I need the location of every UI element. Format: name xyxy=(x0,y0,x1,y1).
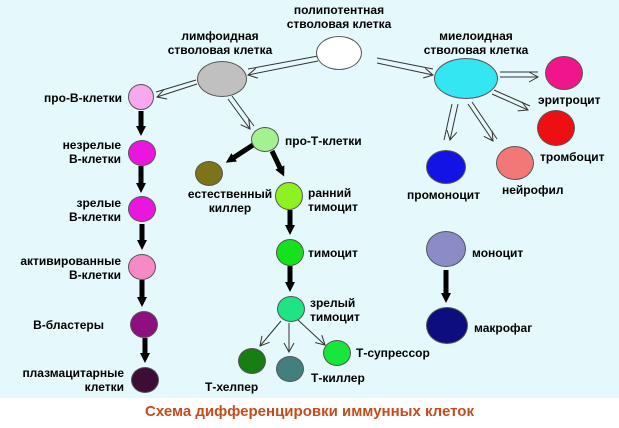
arrow-pro-t-to-early xyxy=(269,149,285,177)
arrow-myeloid-to-platelet xyxy=(491,89,531,112)
monocyte-cell xyxy=(426,231,466,267)
erythrocyte-label: эритроцит xyxy=(538,93,601,107)
arrow-lymphoid-to-pro-b xyxy=(155,79,198,100)
arrow-lymphoid-to-pro-t xyxy=(227,95,255,130)
stem-label: полипотентная стволовая клетка xyxy=(286,3,392,31)
immature-b-cell xyxy=(128,140,156,166)
platelet-cell xyxy=(537,110,575,146)
immature-b-label: незрелые В-клетки xyxy=(62,138,121,166)
macrophage-label: макрофаг xyxy=(474,321,533,335)
b-blast-label: В-бластеры xyxy=(33,318,104,332)
activated-b-label: активированные В-клетки xyxy=(20,254,121,282)
thymocyte-cell xyxy=(276,239,304,266)
activated-b-cell xyxy=(128,254,156,280)
promonocyte-cell xyxy=(426,150,466,184)
arrow-pro-t-to-nk xyxy=(225,142,255,163)
macrophage-cell xyxy=(426,307,468,344)
platelet-label: тромбоцит xyxy=(540,150,605,164)
mature-b-label: зрелые В-клетки xyxy=(68,196,121,224)
arrow-to-t-suppressor xyxy=(297,319,326,346)
pro-b-cell xyxy=(128,84,154,110)
t-killer-cell xyxy=(276,356,304,382)
pro-b-label: про-В-клетки xyxy=(44,91,122,105)
lymphoid-stem-cell xyxy=(197,61,247,97)
pro-t-cell xyxy=(251,127,279,152)
early-thymocyte-label: ранний тимоцит xyxy=(308,186,358,214)
arrow-myeloid-to-promonocyte xyxy=(443,103,459,142)
promonocyte-label: промоноцит xyxy=(407,188,481,202)
arrow-myeloid-to-neutrophil xyxy=(467,101,498,142)
diagram-background xyxy=(0,0,619,398)
mature-b-cell xyxy=(128,196,156,222)
t-helper-label: Т-хелпер xyxy=(205,380,259,394)
arrow-stem-to-myeloid xyxy=(376,57,435,79)
early-thymocyte-cell xyxy=(275,182,303,210)
arrow-myeloid-to-erythrocyte xyxy=(500,71,540,83)
stem-cell xyxy=(316,36,362,70)
b-blast-cell xyxy=(130,311,158,338)
plasma-cell xyxy=(131,367,159,393)
erythrocyte-cell xyxy=(545,56,583,90)
diagram-caption: Схема дифференцировки иммунных клеток xyxy=(145,403,474,420)
arrow-stem-to-lymphoid xyxy=(246,55,319,79)
t-suppressor-cell xyxy=(323,340,351,366)
thymocyte-label: тимоцит xyxy=(308,246,358,260)
pro-t-label: про-Т-клетки xyxy=(285,134,362,148)
natural-killer-label: естественный киллер xyxy=(187,187,273,215)
arrow-to-t-helper xyxy=(259,320,282,347)
lymphoid-label: лимфоидная стволовая клетка xyxy=(167,29,273,57)
arrows-layer xyxy=(136,55,540,363)
t-helper-cell xyxy=(238,348,266,374)
t-suppressor-label: Т-супрессор xyxy=(356,346,430,360)
myeloid-label: миелоидная стволовая клетка xyxy=(423,29,529,57)
mature-thymocyte-cell xyxy=(277,296,305,322)
t-killer-label: Т-киллер xyxy=(311,371,365,385)
plasma-label: плазмацитарные клетки xyxy=(22,366,124,394)
monocyte-label: моноцит xyxy=(472,246,524,260)
neutrophil-label: нейрофил xyxy=(502,183,564,197)
myeloid-stem-cell xyxy=(434,58,498,99)
natural-killer-cell xyxy=(195,161,223,186)
mature-thymocyte-label: зрелый тимоцит xyxy=(310,296,360,324)
neutrophil-cell xyxy=(496,146,534,180)
